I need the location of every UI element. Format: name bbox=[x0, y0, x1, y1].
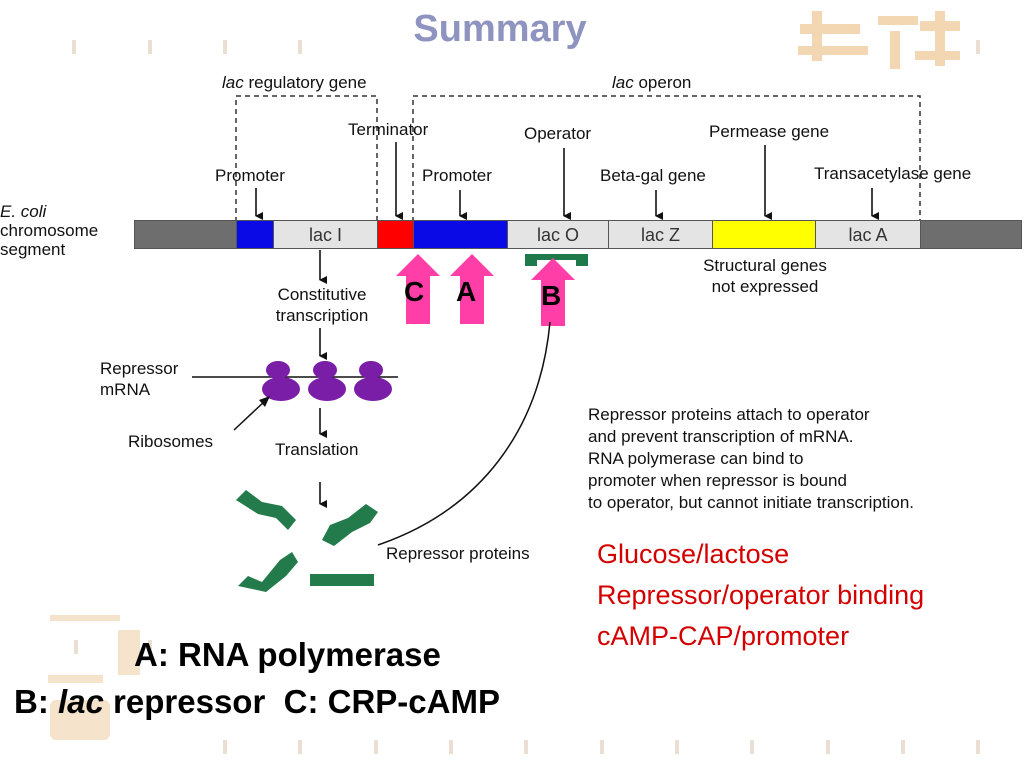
note-line: Repressor proteins attach to operator bbox=[588, 405, 870, 424]
permease-segment bbox=[712, 220, 816, 249]
explanation-note: Repressor proteins attach to operator an… bbox=[588, 404, 914, 514]
diagram-brackets bbox=[235, 95, 921, 222]
lac-z-segment bbox=[608, 220, 713, 249]
decorative-seal-logo bbox=[798, 11, 960, 69]
legend-line-1: A: RNA polymerase bbox=[134, 636, 441, 673]
pink-arrow-c bbox=[396, 254, 440, 324]
chromosome-left bbox=[134, 220, 237, 249]
pink-arrows-group bbox=[396, 254, 588, 326]
lac-z-label: lac Z bbox=[640, 225, 680, 245]
lac-a-segment bbox=[815, 220, 921, 249]
repressor-proteins-shape bbox=[236, 490, 378, 592]
red-note-repressor-operator: Repressor/operator binding bbox=[597, 580, 925, 610]
ribosomes-shape bbox=[262, 361, 392, 401]
red-note-camp-cap: cAMP-CAP/promoter bbox=[597, 621, 850, 651]
promoter-left-label: Promoter bbox=[215, 166, 285, 185]
transacetylase-gene-label: Transacetylase gene bbox=[814, 164, 972, 183]
lac-i-label: lac I bbox=[308, 225, 342, 245]
note-line: RNA polymerase can bind to bbox=[588, 449, 804, 468]
ribosomes-label: Ribosomes bbox=[128, 432, 214, 451]
pink-arrow-b bbox=[531, 258, 575, 326]
permease-gene-label: Permease gene bbox=[709, 122, 830, 141]
translation-label: Translation bbox=[275, 440, 359, 459]
page-title: Summary bbox=[413, 8, 587, 50]
operon-promoter-segment bbox=[413, 220, 508, 249]
lac-a-label: lac A bbox=[848, 225, 888, 245]
lac-operon-label: lac operon bbox=[612, 73, 692, 92]
beta-gal-gene-label: Beta-gal gene bbox=[600, 166, 706, 185]
pink-arrow-a bbox=[450, 254, 494, 324]
arrow-label-b: B bbox=[541, 280, 562, 311]
legend-line-2: B: lac repressor C: CRP-cAMP bbox=[14, 683, 500, 720]
chromosome-right bbox=[920, 220, 1022, 249]
pathway-graphics bbox=[192, 250, 551, 592]
promoter-right-label: Promoter bbox=[422, 166, 492, 185]
operator-label: Operator bbox=[524, 124, 592, 143]
bound-repressor-shape bbox=[525, 254, 588, 266]
lac-o-segment bbox=[507, 220, 609, 249]
note-line: and prevent transcription of mRNA. bbox=[588, 427, 854, 446]
lac-i-promoter-segment bbox=[236, 220, 274, 249]
terminator-label: Terminator bbox=[348, 120, 429, 139]
lac-o-label: lac O bbox=[536, 225, 579, 245]
lac-regulatory-gene-label: lac regulatory gene bbox=[222, 73, 367, 92]
note-line: promoter when repressor is bound bbox=[588, 471, 847, 490]
arrow-label-a: A bbox=[456, 276, 477, 307]
red-note-glucose: Glucose/lactose bbox=[597, 539, 790, 569]
note-line: to operator, but cannot initiate transcr… bbox=[588, 493, 915, 512]
lac-i-segment bbox=[273, 220, 378, 249]
repressor-proteins-label: Repressor proteins bbox=[386, 544, 530, 563]
decorative-seal-left bbox=[48, 615, 140, 740]
arrow-label-c: C bbox=[404, 276, 425, 307]
label-arrows bbox=[255, 142, 879, 220]
